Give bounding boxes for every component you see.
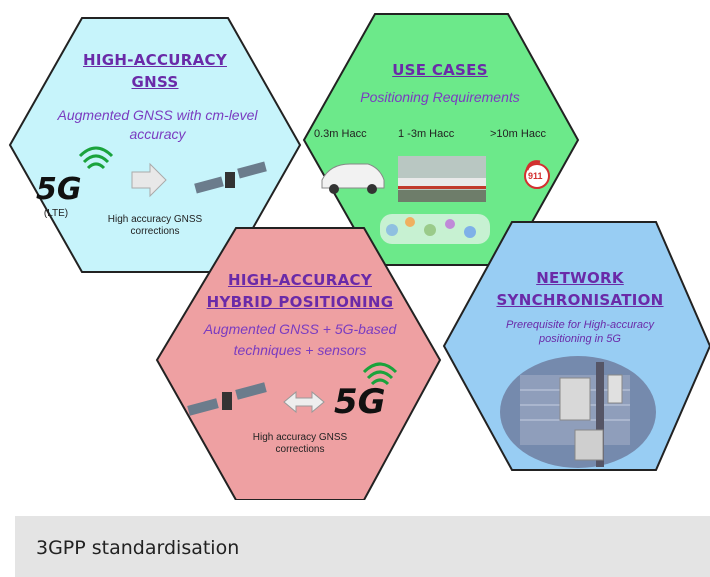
network-subtitle: Prerequisite for High-accuracy positioni… [506,319,654,345]
caption-bar [15,516,710,577]
gnss-title-line1: HIGH-ACCURACY [83,51,227,69]
gnss-subtitle: Augmented GNSS with cm-level accuracy [57,107,258,142]
train-icon [398,156,486,202]
arrow-right-icon [131,162,167,198]
hybrid-subtitle-line2: techniques + sensors [233,342,367,358]
signal-waves-icon [78,146,114,170]
use-cases-title: USE CASES [392,61,488,79]
caption-title: 3GPP standardisation [36,537,240,559]
emergency-911-icon [524,160,550,189]
hex-hybrid [155,227,442,500]
smart-city-icon [380,214,490,244]
gnss-5g-logo: 5G [36,172,82,207]
satellite-icon [187,382,267,416]
gnss-title-line2: GNSS [131,73,179,91]
use-cases-subtitle: Positioning Requirements [360,89,520,105]
satellite-icon [194,161,267,194]
signal-waves-icon [362,362,398,386]
gnss-lte-label: (LTE) [43,208,69,219]
hybrid-title-line2: HYBRID POSITIONING [206,293,394,311]
double-arrow-icon [283,390,325,414]
emergency-911-label: 911 [528,171,543,181]
network-title-line2: SYNCHRONISATION [496,291,664,309]
hybrid-title-line1: HIGH-ACCURACY [228,271,372,289]
car-icon [321,163,385,194]
gnss-corrections-note: High accuracy GNSS corrections [107,214,203,237]
hybrid-subtitle-line1: Augmented GNSS + 5G-based [203,321,397,337]
cell-tower-photo-icon [500,356,656,468]
hybrid-5g-logo: 5G [334,382,386,422]
hybrid-corrections-note: High accuracy GNSS corrections [252,432,348,455]
req-1-3m-hacc: 1 -3m Hacc [398,128,455,140]
req-10m-hacc: >10m Hacc [490,128,546,140]
network-title-line1: NETWORK [536,269,624,287]
req-0-3m-hacc: 0.3m Hacc [314,128,367,140]
diagram-canvas [8,13,710,500]
